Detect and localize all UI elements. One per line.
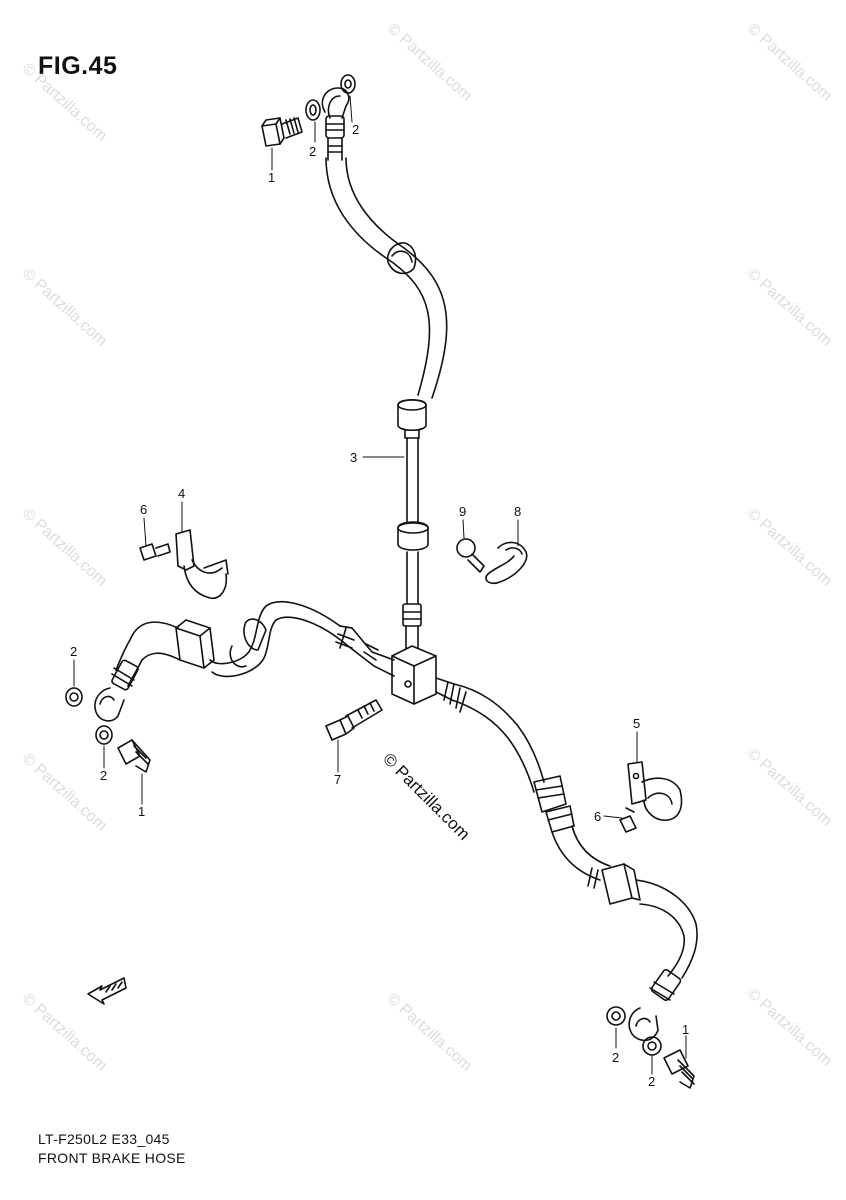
callout-6: 6 bbox=[140, 502, 147, 517]
callout-4: 4 bbox=[178, 486, 185, 501]
union-bolt-right bbox=[663, 1049, 695, 1089]
clamp-right bbox=[627, 761, 683, 821]
callout-2: 2 bbox=[612, 1050, 619, 1065]
screw-left bbox=[139, 543, 171, 561]
callout-1: 1 bbox=[682, 1022, 689, 1037]
callout-1: 1 bbox=[138, 804, 145, 819]
clip bbox=[485, 541, 528, 585]
washer-left-upper bbox=[65, 687, 83, 707]
callout-5: 5 bbox=[633, 716, 640, 731]
callout-6: 6 bbox=[594, 809, 601, 824]
callout-2: 2 bbox=[70, 644, 77, 659]
washer-top-left bbox=[305, 99, 321, 121]
figure-title: FIG.45 bbox=[38, 52, 118, 80]
callout-2: 2 bbox=[100, 768, 107, 783]
washer-top-right bbox=[340, 74, 356, 94]
washer-right-lower bbox=[642, 1036, 662, 1056]
left-brake-hose bbox=[94, 600, 395, 722]
callout-numbers: 1 2 2 3 4 6 8 9 2 2 1 7 5 6 2 2 1 bbox=[70, 122, 689, 1089]
right-brake-hose bbox=[435, 677, 698, 1042]
callout-7: 7 bbox=[334, 772, 341, 787]
clamp-left bbox=[175, 529, 229, 599]
callout-8: 8 bbox=[514, 504, 521, 519]
callout-2: 2 bbox=[309, 144, 316, 159]
washer-right-upper bbox=[606, 1006, 626, 1026]
diagram-name: FRONT BRAKE HOSE bbox=[38, 1150, 186, 1166]
washer-left-lower bbox=[95, 725, 113, 745]
callout-2: 2 bbox=[648, 1074, 655, 1089]
callout-1: 1 bbox=[268, 170, 275, 185]
diagram-code: LT-F250L2 E33_045 bbox=[38, 1131, 170, 1147]
upper-brake-hose bbox=[321, 87, 448, 649]
leader-lines bbox=[73, 95, 687, 1075]
callout-9: 9 bbox=[459, 504, 466, 519]
callout-2: 2 bbox=[352, 122, 359, 137]
bolt-center bbox=[325, 699, 383, 741]
center-watermark: © Partzilla.com bbox=[379, 749, 473, 843]
junction-block bbox=[391, 645, 437, 705]
callout-3: 3 bbox=[350, 450, 357, 465]
union-bolt-left bbox=[117, 739, 151, 773]
forward-arrow-icon bbox=[87, 977, 127, 1005]
screw-right-lower bbox=[619, 807, 637, 833]
union-bolt-top bbox=[261, 117, 303, 147]
screw-right bbox=[456, 538, 485, 573]
